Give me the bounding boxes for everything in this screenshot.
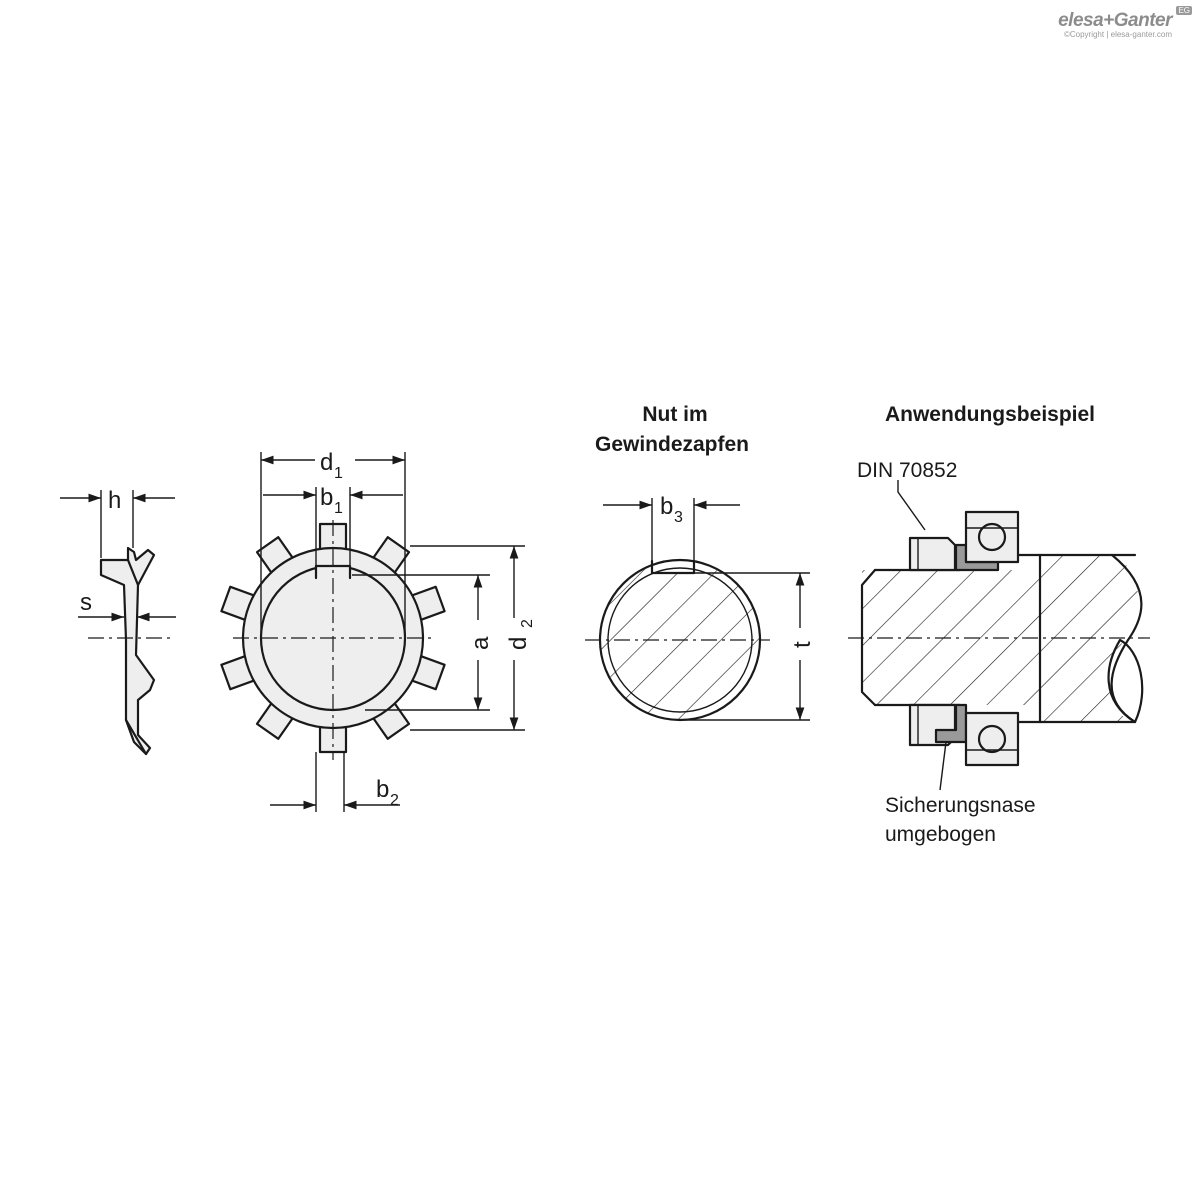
bearing-upper-ball: [977, 522, 1007, 552]
label-b2: b: [376, 776, 389, 803]
brand-logo-text: elesa+Ganter: [1058, 10, 1172, 31]
label-b3: b: [660, 493, 673, 520]
bearing-lower: [964, 711, 1020, 767]
label-d1: d: [320, 449, 333, 476]
label-d2: d: [505, 637, 532, 650]
side-profile-edge: [126, 558, 140, 587]
groove-title-line2: Gewindezapfen: [595, 433, 749, 456]
brand-copyright: ©Copyright | elesa-ganter.com: [1063, 30, 1172, 39]
din-leader: [897, 480, 926, 531]
bearing-lower-ball: [977, 724, 1007, 754]
label-b1: b: [320, 484, 333, 511]
side-profile-edge-lower: [124, 718, 148, 756]
application-view: Anwendungsbeispiel DIN 70852: [848, 403, 1150, 846]
label-t: t: [789, 641, 816, 648]
front-view: d 1 b 1 a d 2 b 2: [220, 449, 536, 812]
label-d2-sub: 2: [519, 619, 536, 628]
label-d1-sub: 1: [334, 465, 343, 482]
label-b2-sub: 2: [390, 792, 399, 809]
label-h: h: [108, 487, 121, 514]
groove-view: Nut im Gewindezapfen b 3 t: [585, 403, 816, 722]
note-line2: umgebogen: [885, 823, 996, 846]
bearing-upper: [964, 510, 1020, 564]
note-line1: Sicherungsnase: [885, 794, 1036, 817]
label-b3-sub: 3: [674, 509, 683, 526]
groove-title-line1: Nut im: [642, 403, 707, 426]
washer-side-profile: [99, 546, 156, 756]
note-leader: [939, 741, 947, 791]
brand-badge: EG: [1176, 6, 1192, 15]
label-s: s: [80, 589, 92, 616]
lock-washer-lower: [934, 703, 968, 744]
label-a: a: [467, 636, 494, 650]
label-b1-sub: 1: [334, 500, 343, 517]
brand-logo: elesa+Ganter ©Copyright | elesa-ganter.c…: [1058, 6, 1192, 39]
nut-upper: [908, 536, 957, 572]
din-label: DIN 70852: [857, 459, 957, 482]
side-view: h s: [60, 487, 176, 756]
application-title: Anwendungsbeispiel: [885, 403, 1095, 426]
